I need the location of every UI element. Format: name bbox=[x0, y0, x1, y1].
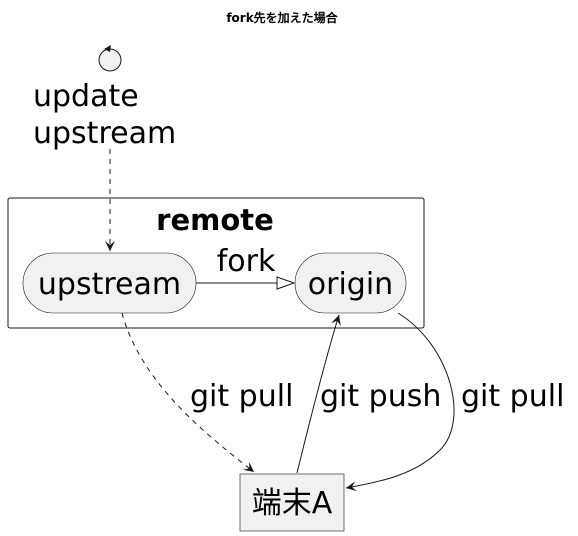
terminal-node-label: 端末A bbox=[252, 486, 333, 521]
edge-git-pull-upstream: git pull bbox=[121, 312, 293, 473]
edge-fork: fork bbox=[196, 244, 296, 290]
control-node: update upstream bbox=[33, 45, 176, 151]
upstream-node: upstream bbox=[22, 252, 197, 314]
control-label-line1: update bbox=[33, 79, 139, 114]
origin-node-label: origin bbox=[308, 267, 393, 302]
diagram-title: fork先を加えた場合 bbox=[226, 10, 338, 25]
edge-fork-label: fork bbox=[217, 244, 276, 279]
remote-package: remote bbox=[7, 197, 425, 329]
edge-git-push: git push bbox=[296, 314, 441, 474]
edge-git-push-label: git push bbox=[320, 379, 441, 414]
edge-git-pull-origin: git pull bbox=[345, 312, 564, 492]
control-arrow-icon bbox=[104, 45, 111, 52]
control-circle bbox=[98, 48, 122, 72]
remote-package-label: remote bbox=[156, 203, 274, 237]
edge-git-pull-origin-line bbox=[345, 312, 455, 492]
edge-git-pull-upstream-label: git pull bbox=[190, 379, 293, 414]
edge-fork-triangle bbox=[276, 276, 296, 290]
edge-git-push-line bbox=[296, 314, 341, 474]
control-label-line2: upstream bbox=[33, 116, 176, 151]
edge-git-pull-origin-label: git pull bbox=[461, 379, 564, 414]
terminal-node: 端末A bbox=[239, 473, 345, 532]
upstream-node-label: upstream bbox=[38, 267, 181, 302]
terminal-node-shape bbox=[239, 473, 345, 532]
origin-node: origin bbox=[294, 252, 407, 314]
edge-git-pull-upstream-line bbox=[121, 312, 255, 473]
remote-package-border bbox=[7, 197, 425, 329]
